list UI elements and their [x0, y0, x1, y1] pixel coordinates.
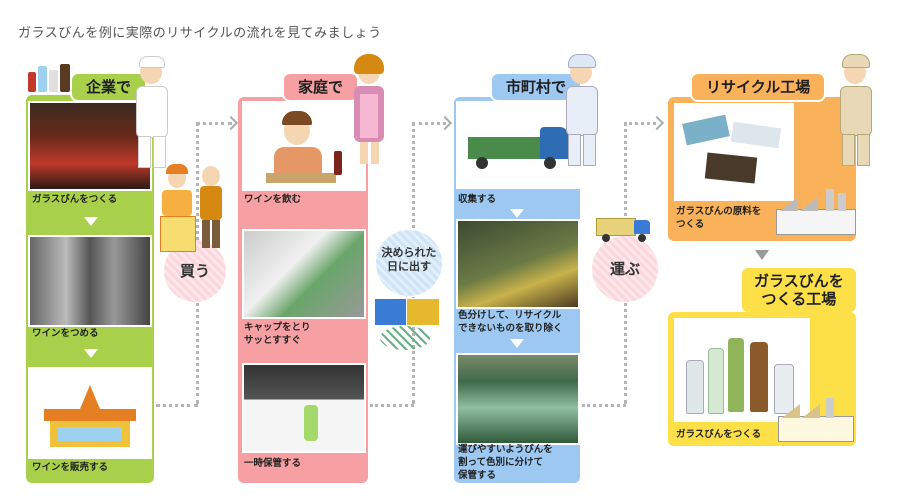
housewife-figure [350, 50, 390, 166]
stage-company: ガラスびんをつくる ワインをつめる ワインを販売する [26, 95, 154, 483]
glass-cullet-photo [674, 103, 794, 201]
down-arrow-icon [510, 209, 524, 218]
flow-connector [582, 404, 626, 407]
recycling-bins-icon [374, 294, 440, 354]
glass-bottles-photo [674, 318, 810, 422]
shop-clerk-figure [160, 160, 226, 252]
stage-city: 収集する 色分けして、リサイクル できないものを取り除く 運びやすいようびんを … [454, 97, 580, 483]
shop-illustration [28, 367, 152, 459]
storage-box-photo [242, 363, 366, 453]
city-step-3: 運びやすいようびんを 割って色別に分けて 保管する [458, 444, 553, 481]
carry-step-circle: 運ぶ [592, 236, 658, 302]
company-step-3: ワインを販売する [32, 462, 109, 473]
down-arrow-icon [510, 339, 524, 348]
down-arrow-icon [755, 250, 769, 260]
company-step-2: ワインをつめる [32, 328, 99, 339]
flow-connector [196, 122, 232, 125]
stage-home: ワインを飲む キャップをとり サッとすすぐ 一時保管する [238, 97, 368, 483]
sorting-line-photo [456, 219, 580, 309]
city-step-2: 色分けして、リサイクル できないものを取り除く [458, 310, 563, 334]
glass-factory-photo [28, 101, 152, 191]
right-arrow-icon [437, 115, 453, 131]
bottling-photo [28, 235, 152, 327]
carry-label: 運ぶ [609, 260, 640, 278]
stage-home-label: 家庭で [282, 72, 360, 102]
down-arrow-icon [84, 349, 98, 358]
factory-worker-figure [132, 52, 170, 170]
home-step-1: ワインを飲む [244, 194, 302, 205]
stage-glass-label: ガラスびんを つくる工場 [740, 266, 858, 314]
stage-glass-factory: ガラスびんをつくる [668, 312, 856, 446]
home-step-2: キャップをとり サッとすすぐ [244, 322, 311, 346]
city-worker-figure [562, 50, 600, 168]
dispose-label: 決められた 日に出す [381, 246, 437, 273]
dispose-step-circle: 決められた 日に出す [376, 230, 442, 296]
down-arrow-icon [84, 217, 98, 226]
factory-icon [776, 189, 856, 235]
company-step-1: ガラスびんをつくる [32, 194, 118, 205]
recycle-worker-figure [836, 50, 874, 168]
flow-connector [412, 122, 446, 125]
recycle-step-1: ガラスびんの原料を つくる [676, 206, 762, 230]
page-title: ガラスびんを例に実際のリサイクルの流れを見てみましょう [18, 26, 382, 41]
flow-connector [156, 404, 198, 407]
home-step-3: 一時保管する [244, 458, 302, 469]
factory-icon [778, 398, 854, 442]
dump-truck-icon [596, 214, 654, 244]
bottles-icon [28, 62, 72, 92]
stage-recycle-label: リサイクル工場 [690, 72, 827, 102]
flow-connector [624, 122, 656, 125]
city-step-1: 収集する [458, 194, 497, 205]
right-arrow-icon [649, 115, 665, 131]
drinking-wine-illustration [242, 101, 366, 191]
glass-step-1: ガラスびんをつくる [676, 429, 762, 440]
stage-recycle-factory: ガラスびんの原料を つくる [668, 97, 856, 241]
right-arrow-icon [223, 115, 239, 131]
garbage-truck-illustration [456, 101, 580, 189]
crushed-glass-photo [456, 353, 580, 445]
buy-label: 買う [179, 262, 210, 280]
flow-connector [370, 404, 414, 407]
rinsing-bottle-photo [242, 229, 366, 319]
stage-company-label: 企業で [70, 72, 148, 102]
